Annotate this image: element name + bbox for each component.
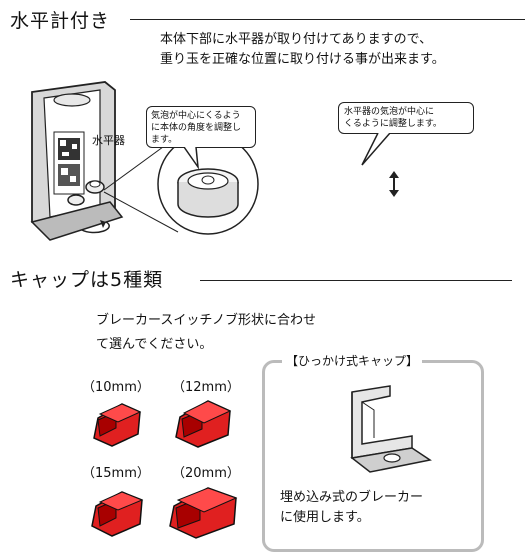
callout-left: 気泡が中心にくるよう に本体の角度を調整し ます。 <box>146 106 256 148</box>
rotate-arrow-icon <box>389 171 399 197</box>
callout-left-tail <box>183 147 200 170</box>
level-description: 本体下部に水平器が取り付けてありますので、 重り玉を正確な位置に取り付ける事が出… <box>160 32 445 67</box>
size-label-12mm: （12mm） <box>172 380 240 395</box>
cap-12mm-icon <box>175 400 232 448</box>
level-label: 水平器 <box>92 134 125 147</box>
hook-cap-illustration <box>350 385 432 473</box>
level-device-illustration <box>30 81 259 241</box>
cap-section-heading: キャップは5種類 <box>10 269 164 291</box>
level-section-heading: 水平計付き <box>10 10 111 32</box>
size-label-10mm: （10mm） <box>82 380 150 395</box>
callout-right: 水平器の気泡が中心に くるように調整します。 <box>338 102 474 134</box>
heading-divider <box>200 280 512 281</box>
callout-right-tail <box>361 133 391 166</box>
heading-divider <box>130 19 525 20</box>
cap-description: ブレーカースイッチノブ形状に合わせ て選んでください。 <box>96 313 316 352</box>
cap-10mm-icon <box>93 403 142 447</box>
cap-20mm-icon <box>169 487 238 539</box>
size-label-20mm: （20mm） <box>172 466 240 481</box>
hook-cap-title: 【ひっかけ式キャップ】 <box>282 352 423 369</box>
size-label-15mm: （15mm） <box>82 466 150 481</box>
cap-15mm-icon <box>91 491 144 537</box>
hook-cap-description: 埋め込み式のブレーカー に使用します。 <box>280 490 424 525</box>
